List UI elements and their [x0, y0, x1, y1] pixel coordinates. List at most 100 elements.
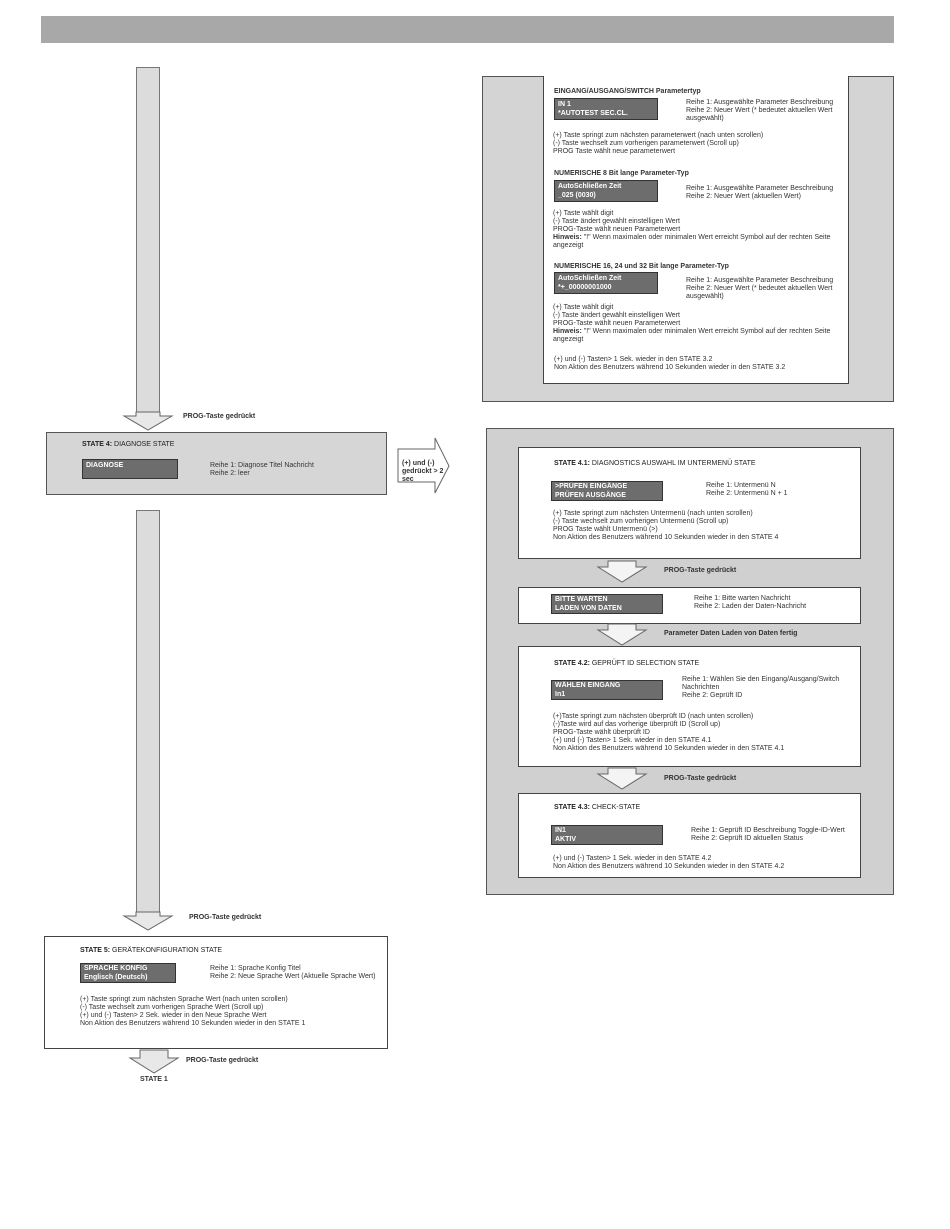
state41-line2: (-) Taste wechselt zum vorherigen Unterm…: [553, 518, 729, 525]
down-arrow-icon: [122, 411, 174, 431]
sec3-lcd-line2: *+_00000001000: [558, 283, 612, 291]
state43-title-rest: CHECK-STATE: [589, 804, 641, 811]
state5-lcd-line2: Englisch (Deutsch): [84, 973, 148, 981]
prog-pressed-label-5: PROG-Taste gedrückt: [186, 1057, 259, 1064]
sec2-line1: (+) Taste wählt digit: [553, 210, 614, 217]
side-arrow-line2: gedrückt > 2: [402, 468, 444, 475]
sec2-line2: (-) Taste ändert gewählt einstelligen We…: [553, 218, 680, 225]
sec1-line1: (+) Taste springt zum nächsten parameter…: [553, 132, 764, 139]
sec2-line3: PROG-Taste wählt neuen Parameterwert: [553, 226, 681, 233]
sec3-title: NUMERISCHE 16, 24 und 32 Bit lange Param…: [554, 263, 729, 270]
sec2-hint-label: Hinweis:: [553, 234, 582, 241]
state42-line1: (+)Taste springt zum nächsten überprüft …: [553, 713, 754, 720]
prog-pressed-label-1: PROG-Taste gedrückt: [183, 413, 256, 420]
state5-lcd-display: SPRACHE KONFIG Englisch (Deutsch): [80, 963, 176, 983]
sec3-row2: Reihe 2: Neuer Wert (* bedeutet aktuelle…: [686, 285, 833, 292]
state42-title-rest: GEPRÜFT ID SELECTION STATE: [589, 660, 700, 667]
state41-lcd-display: >PRÜFEN EINGÄNGE PRÜFEN AUSGÄNGE: [551, 481, 663, 501]
prog-pressed-label-4: PROG-Taste gedrückt: [664, 775, 737, 782]
state41-row1: Reihe 1: Untermenü N: [706, 482, 776, 489]
state42-lcd-line1: WÄHLEN EINGANG: [555, 682, 621, 689]
state5-box: [44, 936, 388, 1049]
state3-foot2: Non Aktion des Benutzers während 10 Seku…: [554, 364, 786, 371]
state41-lcd-line2: PRÜFEN AUSGÄNGE: [555, 491, 626, 499]
side-arrow-line1: (+) und (-): [402, 460, 435, 467]
sec3-row1: Reihe 1: Ausgewählte Parameter Beschreib…: [686, 277, 834, 284]
state5-lcd-line1: SPRACHE KONFIG: [84, 965, 148, 972]
state4-title-bold: STATE 4:: [82, 441, 113, 448]
down-arrow-icon: [596, 560, 648, 583]
state42-title-bold: STATE 4.2:: [554, 660, 590, 667]
state42-row1-cont: Nachrichten: [682, 684, 720, 691]
right-arrow-icon: [397, 437, 450, 494]
state5-title-rest: GERÄTEKONFIGURATION STATE: [110, 947, 223, 954]
sec3-hint-text: "!" Wenn maximalen oder minimalen Wert e…: [581, 328, 831, 335]
state5-title: STATE 5: GERÄTEKONFIGURATION STATE: [80, 947, 222, 954]
flow-connector-middle: [136, 510, 160, 914]
sec2-hint-text: "!" Wenn maximalen oder minimalen Wert e…: [581, 234, 831, 241]
state43-line1: (+) und (-) Tasten> 1 Sek. wieder in den…: [553, 855, 712, 862]
state5-title-bold: STATE 5:: [80, 947, 111, 954]
state43-lcd-display: IN1 AKTIV: [551, 825, 663, 845]
state42-line4: (+) und (-) Tasten> 1 Sek. wieder in den…: [553, 737, 712, 744]
state43-lcd-line2: AKTIV: [555, 835, 576, 843]
wait-lcd-line2: LADEN VON DATEN: [555, 604, 622, 612]
state43-title-bold: STATE 4.3:: [554, 804, 590, 811]
state43-row2: Reihe 2: Geprüft ID aktuellen Status: [691, 835, 804, 842]
state5-line2: (-) Taste wechselt zum vorherigen Sprach…: [80, 1004, 264, 1011]
page-header-bar: [41, 16, 894, 43]
wait-lcd-display: BITTE WARTEN LADEN VON DATEN: [551, 594, 663, 614]
state43-line2: Non Aktion des Benutzers während 10 Seku…: [553, 863, 785, 870]
state41-title-bold: STATE 4.1:: [554, 460, 590, 467]
state41-line1: (+) Taste springt zum nächsten Untermenü…: [553, 510, 753, 517]
state41-title-rest: DIAGNOSTICS AUSWAHL IM UNTERMENÜ STATE: [589, 460, 756, 467]
down-arrow-icon: [122, 911, 174, 931]
wait-lcd-line1: BITTE WARTEN: [555, 596, 608, 603]
sec3-hint: Hinweis: "!" Wenn maximalen oder minimal…: [553, 328, 830, 337]
state3-detail-panel: [543, 76, 849, 384]
state41-box: [518, 447, 861, 559]
sec2-hint: Hinweis: "!" Wenn maximalen oder minimal…: [553, 234, 830, 243]
state4-row2: Reihe 2: leer: [210, 470, 250, 477]
state5-line4: Non Aktion des Benutzers während 10 Seku…: [80, 1020, 306, 1027]
sec3-line1: (+) Taste wählt digit: [553, 304, 614, 311]
state42-title: STATE 4.2: GEPRÜFT ID SELECTION STATE: [554, 660, 699, 667]
sec1-lcd-display: IN 1 *AUTOTEST SEC.CL.: [554, 98, 658, 120]
state4-title: STATE 4: DIAGNOSE STATE: [82, 441, 174, 448]
param-loaded-label: Parameter Daten Laden von Daten fertig: [664, 630, 798, 637]
sec3-lcd-line1: AutoSchließen Zeit: [558, 275, 622, 282]
state41-lcd-line1: >PRÜFEN EINGÄNGE: [555, 483, 628, 490]
state42-row1: Reihe 1: Wählen Sie den Eingang/Ausgang/…: [682, 676, 840, 683]
sec1-row2-cont: ausgewählt): [686, 115, 724, 122]
state1-label: STATE 1: [140, 1076, 168, 1083]
sec2-lcd-line1: AutoSchließen Zeit: [558, 183, 622, 190]
sec1-row1: Reihe 1: Ausgewählte Parameter Beschreib…: [686, 99, 834, 106]
sec3-hint-label: Hinweis:: [553, 328, 582, 335]
down-arrow-icon: [596, 767, 648, 790]
sec1-title: EINGANG/AUSGANG/SWITCH Parametertyp: [554, 88, 701, 95]
prog-pressed-label-2: PROG-Taste gedrückt: [189, 914, 262, 921]
state4-row1: Reihe 1: Diagnose Titel Nachricht: [210, 462, 314, 469]
state42-box: [518, 646, 861, 767]
sec2-row2: Reihe 2: Neuer Wert (aktuellen Wert): [686, 193, 801, 200]
sec3-hint-cont: angezeigt: [553, 336, 584, 343]
state4-title-rest: DIAGNOSE STATE: [112, 441, 175, 448]
sec3-line2: (-) Taste ändert gewählt einstelligen We…: [553, 312, 680, 319]
state42-line3: PROG-Taste wählt überprüft ID: [553, 729, 650, 736]
state5-row1: Reihe 1: Sprache Konfig Titel: [210, 965, 301, 972]
state43-title: STATE 4.3: CHECK-STATE: [554, 804, 640, 811]
state42-line2: (-)Taste wird auf das vorherige überprüf…: [553, 721, 721, 728]
state41-row2: Reihe 2: Untermenü N + 1: [706, 490, 788, 497]
state5-line1: (+) Taste springt zum nächsten Sprache W…: [80, 996, 288, 1003]
sec3-row2-cont: ausgewählt): [686, 293, 724, 300]
down-arrow-icon: [596, 623, 648, 646]
sec3-line3: PROG-Taste wählt neuen Parameterwert: [553, 320, 681, 327]
wait-row1: Reihe 1: Bitte warten Nachricht: [694, 595, 791, 602]
sec2-row1: Reihe 1: Ausgewählte Parameter Beschreib…: [686, 185, 834, 192]
flow-connector-top: [136, 67, 160, 414]
prog-pressed-label-3: PROG-Taste gedrückt: [664, 567, 737, 574]
state43-box: [518, 793, 861, 878]
state41-title: STATE 4.1: DIAGNOSTICS AUSWAHL IM UNTERM…: [554, 460, 756, 467]
sec1-lcd-line1: IN 1: [558, 101, 571, 108]
down-arrow-icon: [128, 1049, 180, 1074]
